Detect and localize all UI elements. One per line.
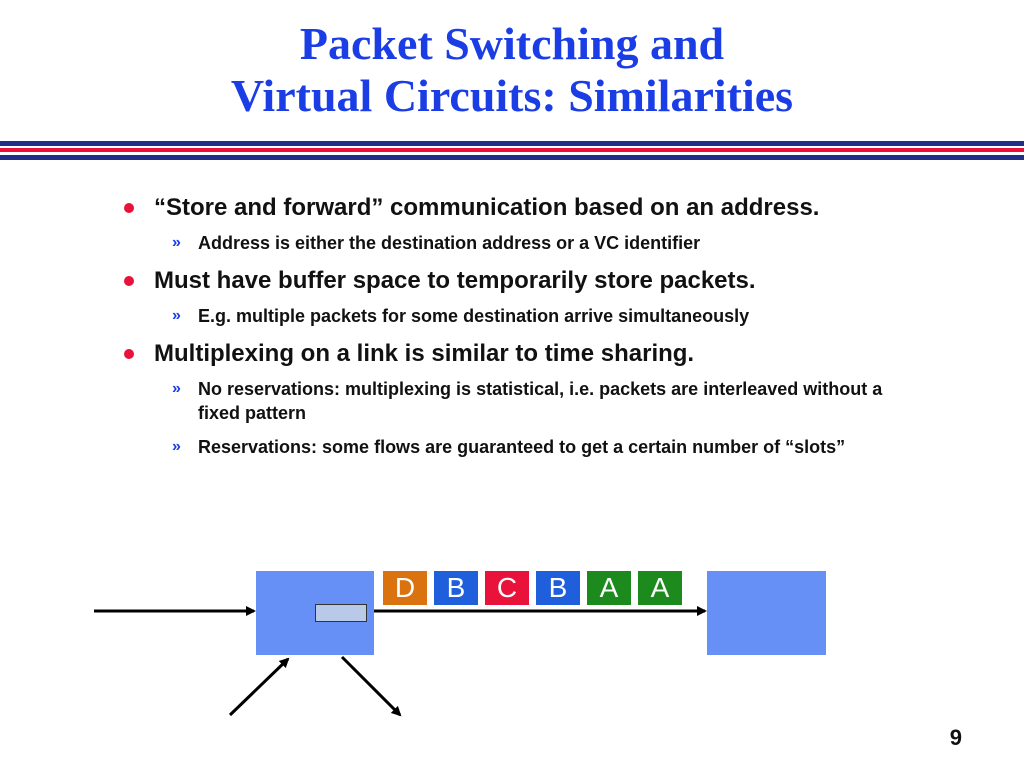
title-line-2: Virtual Circuits: Similarities: [230, 70, 794, 121]
packet-label: C: [496, 572, 518, 603]
sub-bullet-text: Reservations: some flows are guaranteed …: [198, 437, 846, 457]
packet-buffer: [315, 604, 367, 622]
bullet-item: “Store and forward” communication based …: [120, 192, 920, 223]
packet-d: D: [383, 571, 427, 605]
packet-label: A: [650, 572, 670, 603]
title-rule-blue-top: [0, 141, 1024, 146]
page-number: 9: [949, 725, 962, 750]
sub-bullet-item: » E.g. multiple packets for some destina…: [120, 304, 920, 328]
sub-bullet-marker-icon: »: [172, 438, 181, 455]
sub-bullet-item: » No reservations: multiplexing is stati…: [120, 377, 920, 425]
bullet-dot-icon: [124, 203, 134, 213]
bullet-text: Multiplexing on a link is similar to tim…: [154, 340, 695, 367]
packet-b: B: [536, 571, 580, 605]
sub-bullet-text: Address is either the destination addres…: [198, 233, 701, 253]
packet-label: B: [548, 572, 568, 603]
bullet-dot-icon: [124, 276, 134, 286]
bullet-dot-icon: [124, 349, 134, 359]
bullet-list: “Store and forward” communication based …: [120, 192, 920, 469]
sub-bullet-text: No reservations: multiplexing is statist…: [198, 379, 883, 423]
sub-bullet-text: E.g. multiple packets for some destinati…: [198, 306, 750, 326]
sub-bullet-marker-icon: »: [172, 380, 181, 397]
packet-b: B: [434, 571, 478, 605]
title-line-1: Packet Switching and: [299, 18, 725, 69]
packet-label: A: [599, 572, 619, 603]
packet-a: A: [587, 571, 631, 605]
sub-bullet-marker-icon: »: [172, 234, 181, 251]
sub-bullet-item: » Reservations: some flows are guarantee…: [120, 435, 920, 459]
packet-label: B: [446, 572, 466, 603]
packet-c: C: [485, 571, 529, 605]
title-rule-red: [0, 148, 1024, 152]
slide-title: Packet Switching and Virtual Circuits: S…: [0, 18, 1024, 122]
sub-bullet-item: » Address is either the destination addr…: [120, 231, 920, 255]
bullet-item: Must have buffer space to temporarily st…: [120, 265, 920, 296]
title-rule-blue-bottom: [0, 155, 1024, 160]
packet-label: D: [394, 572, 416, 603]
right-switch-box: [707, 571, 826, 655]
packet-a: A: [638, 571, 682, 605]
bullet-item: Multiplexing on a link is similar to tim…: [120, 338, 920, 369]
bullet-text: “Store and forward” communication based …: [154, 194, 820, 221]
bullet-text: Must have buffer space to temporarily st…: [154, 267, 756, 294]
sub-bullet-marker-icon: »: [172, 307, 181, 324]
